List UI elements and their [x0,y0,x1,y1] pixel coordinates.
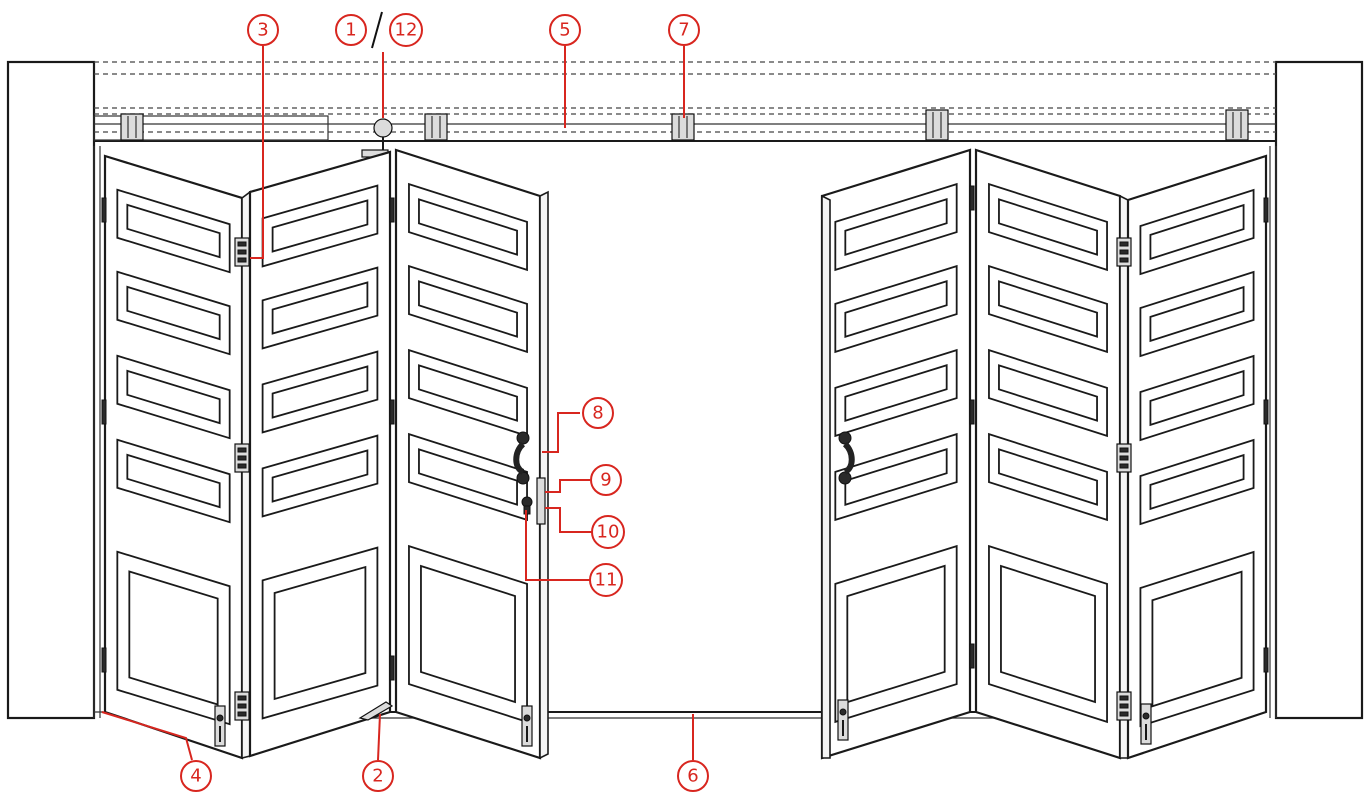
hinge-leaf-mark [969,399,975,425]
raised-panel-inner [1149,369,1245,427]
roller-icon [120,113,144,141]
callout-6: 6 [677,760,709,792]
track-end-section [93,115,329,141]
roller-icon [925,109,949,141]
callout-markers: 3 1 12 5 7 8 9 10 1 [180,11,709,792]
callout-10: 10 [591,515,625,549]
right-wall-pillar [1274,60,1364,720]
roller-icon [424,113,448,141]
raised-panel-inner [418,198,518,256]
hinge-icon [234,443,250,473]
hinge-leaf-mark [101,647,107,673]
hinge-leaf-mark [969,643,975,669]
callout-8: 8 [582,397,614,429]
raised-panel-large-inner [846,564,946,704]
raised-panel-large-inner [128,570,219,706]
raised-panel-large-inner [420,564,516,704]
pivot-roller-icon [361,118,393,158]
raised-panel-inner [271,365,369,419]
top-rollers [120,109,1249,158]
hinge-leaf-mark [1263,399,1269,425]
svg-text:11: 11 [595,570,618,591]
hinge-leaf-mark [1263,647,1269,673]
callout-7: 7 [668,14,700,46]
raised-panel-inner [998,448,1098,506]
raised-panel-large-inner [273,565,367,701]
raised-panel-large-inner [1151,570,1243,708]
raised-panel-inner [998,364,1098,422]
raised-panel-inner [998,280,1098,338]
callout-1-12: 1 12 [335,11,423,49]
svg-text:12: 12 [395,20,418,41]
raised-panel-inner [126,369,221,425]
raised-panel-large-inner [1000,564,1096,704]
svg-text:2: 2 [372,766,383,787]
hinge-leaf-mark [969,185,975,211]
hinge-leaf-mark [1263,197,1269,223]
hinge-icon [234,691,250,721]
callout-9: 9 [590,464,622,496]
svg-text:5: 5 [559,20,570,41]
callout-3: 3 [247,14,279,46]
roller-icon [1225,109,1249,141]
hinge-leaf-mark [101,399,107,425]
raised-panel-details [116,182,1255,728]
door-pull-handle-icon [513,431,530,485]
raised-panel-inner [998,198,1098,256]
svg-text:4: 4 [190,766,201,787]
left-wall-pillar [6,60,96,720]
callout-11: 11 [589,563,623,597]
raised-panel-inner [271,199,369,253]
door-pull-handle-icon [838,431,855,485]
svg-text:8: 8 [592,403,603,424]
raised-panel-inner [1149,453,1245,511]
raised-panel-inner [271,281,369,335]
raised-panel-inner [126,285,221,341]
raised-panel-inner [126,203,221,259]
callout-leaders [101,46,694,761]
svg-text:9: 9 [600,470,611,491]
callout-4: 4 [180,760,212,792]
svg-text:10: 10 [597,522,620,543]
raised-panel-inner [844,198,948,256]
raised-panel-inner [844,448,948,506]
raised-panel-inner [418,448,518,506]
hinge-icon [234,237,250,267]
svg-text:6: 6 [687,766,698,787]
flush-bolts [214,699,1152,747]
hinge-leaf-mark [389,197,395,223]
svg-text:1: 1 [345,20,356,41]
hinge-icon [1116,691,1132,721]
raised-panel-inner [418,280,518,338]
hinge-leaf-mark [389,655,395,681]
flush-bolt-icon [837,699,849,741]
raised-panel-inner [844,364,948,422]
raised-panel-inner [844,280,948,338]
flush-bolt-icon [214,705,226,747]
flush-bolt-icon [521,705,533,747]
hinge-icon [1116,443,1132,473]
raised-panel-inner [1149,203,1245,261]
hinge-leaf-mark [101,197,107,223]
flush-bolt-icon [1140,703,1152,745]
hinge-icon [1116,237,1132,267]
raised-panel-inner [126,453,221,509]
raised-panel-inner [418,364,518,422]
callout-5: 5 [549,14,581,46]
hinges [101,185,1269,721]
svg-text:7: 7 [678,20,689,41]
floor-guide-icon [358,701,394,721]
hinge-leaf-mark [389,399,395,425]
svg-text:3: 3 [257,20,268,41]
raised-panel-inner [1149,285,1245,343]
raised-panel-inner [271,449,369,503]
callout-2: 2 [362,760,394,792]
